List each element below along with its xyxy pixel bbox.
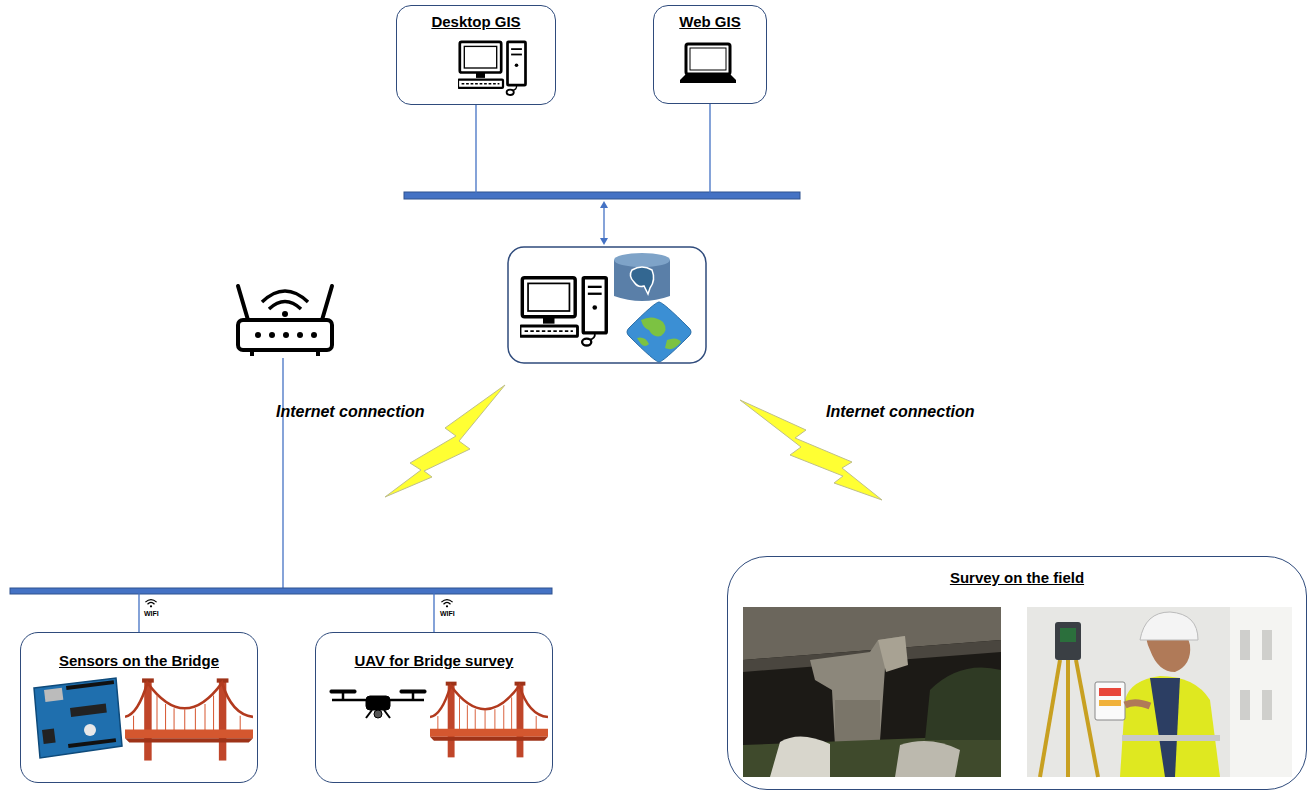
box-title: Web GIS bbox=[654, 13, 766, 30]
network-link bbox=[476, 104, 710, 196]
box-title: UAV for Bridge survey bbox=[316, 652, 552, 669]
connection-label: Internet connection bbox=[276, 403, 424, 421]
gis-client-box: Desktop GIS bbox=[396, 5, 556, 105]
box-title: Desktop GIS bbox=[397, 13, 555, 30]
connection-label: Internet connection bbox=[826, 403, 974, 421]
uav-box: UAV for Bridge survey bbox=[315, 632, 553, 783]
wifi-label: WIFI bbox=[144, 610, 159, 617]
wifi-label: WIFI bbox=[440, 610, 455, 617]
gis-client-box: Web GIS bbox=[653, 5, 767, 104]
sensor-box: Sensors on the Bridge bbox=[20, 632, 258, 783]
network-link bbox=[139, 591, 434, 632]
box-title: Sensors on the Bridge bbox=[21, 652, 257, 669]
box-title: Survey on the field bbox=[728, 569, 1306, 586]
field-survey-box: Survey on the field bbox=[727, 556, 1307, 790]
